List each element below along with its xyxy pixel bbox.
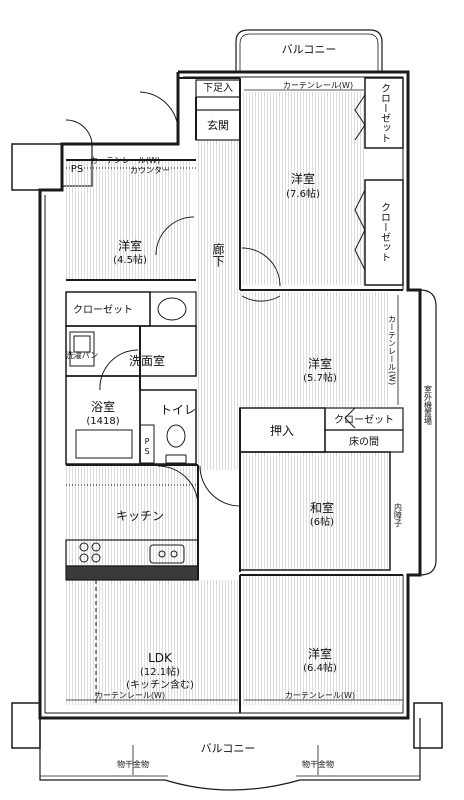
- curtain-rail-label-bottom: カーテンレール(W): [285, 691, 355, 700]
- closet-top-right-label: クローゼット: [379, 83, 391, 143]
- tokonoma-label: 床の間: [349, 435, 379, 448]
- japanese-room-size: (6帖): [310, 515, 334, 528]
- closet-bottom-right-label: クローゼット: [334, 414, 394, 426]
- western-master-name: 洋室: [291, 171, 315, 186]
- interior-walls: [65, 77, 404, 713]
- balcony-top: [235, 29, 383, 72]
- closet-mid-right-label: クローゼット: [379, 202, 391, 262]
- laundry-pan-label: 洗濯パン: [66, 350, 98, 360]
- curtain-rails: [66, 89, 403, 701]
- outdoor-unit-bay: [419, 289, 437, 576]
- kitchen-label: キッチン: [116, 509, 164, 523]
- corridor-label: 廊下: [211, 242, 225, 267]
- outer-walls: [11, 70, 443, 749]
- western-bottom-name: 洋室: [308, 646, 332, 661]
- flooring: [66, 92, 405, 705]
- curtain-rail-label-vertical: カーテンレール(W): [388, 315, 397, 385]
- washroom-label: 洗面室: [129, 353, 165, 368]
- western-left-size: (4.5帖): [113, 253, 147, 266]
- closet-left-label: クローゼット: [73, 304, 133, 316]
- fixtures: [66, 159, 196, 564]
- balcony-bottom-label: バルコニー: [201, 742, 256, 755]
- inner-shoji-label: 内障子: [394, 502, 403, 527]
- outdoor-unit-label: 室外機置場: [424, 384, 433, 426]
- bathroom-name: 浴室: [91, 399, 115, 414]
- curtain-rail-label-top: カーテンレール(W): [283, 81, 353, 90]
- oshiire-label: 押入: [270, 424, 294, 438]
- shoe-closet-label: 下足入: [203, 82, 233, 94]
- western-master-size: (7.6帖): [286, 187, 320, 200]
- ldk-size: (12.1帖): [140, 665, 180, 678]
- ldk-name: LDK: [148, 651, 173, 665]
- closet-doors: [344, 94, 366, 429]
- toilet-label: トイレ: [160, 403, 196, 417]
- curtain-rail-label-ldk: カーテンレール(W): [95, 691, 165, 700]
- western-left-name: 洋室: [118, 238, 142, 253]
- balcony-top-label: バルコニー: [282, 43, 337, 56]
- entrance-label: 玄関: [207, 118, 229, 132]
- japanese-room-name: 和室: [310, 500, 334, 515]
- ldk-note: (キッチン含む): [126, 678, 194, 691]
- western-mid-size: (5.7帖): [303, 371, 337, 384]
- door-swings: [65, 91, 281, 705]
- balcony-bottom: [39, 718, 421, 791]
- curtain-rail-label-left: カーテンレール(W): [90, 156, 160, 165]
- ps-label: PS: [71, 164, 83, 175]
- western-mid-name: 洋室: [308, 356, 332, 371]
- bathroom-size: (1418): [86, 416, 119, 427]
- counter-label: カウンター: [130, 166, 170, 175]
- western-bottom-size: (6.4帖): [303, 661, 337, 674]
